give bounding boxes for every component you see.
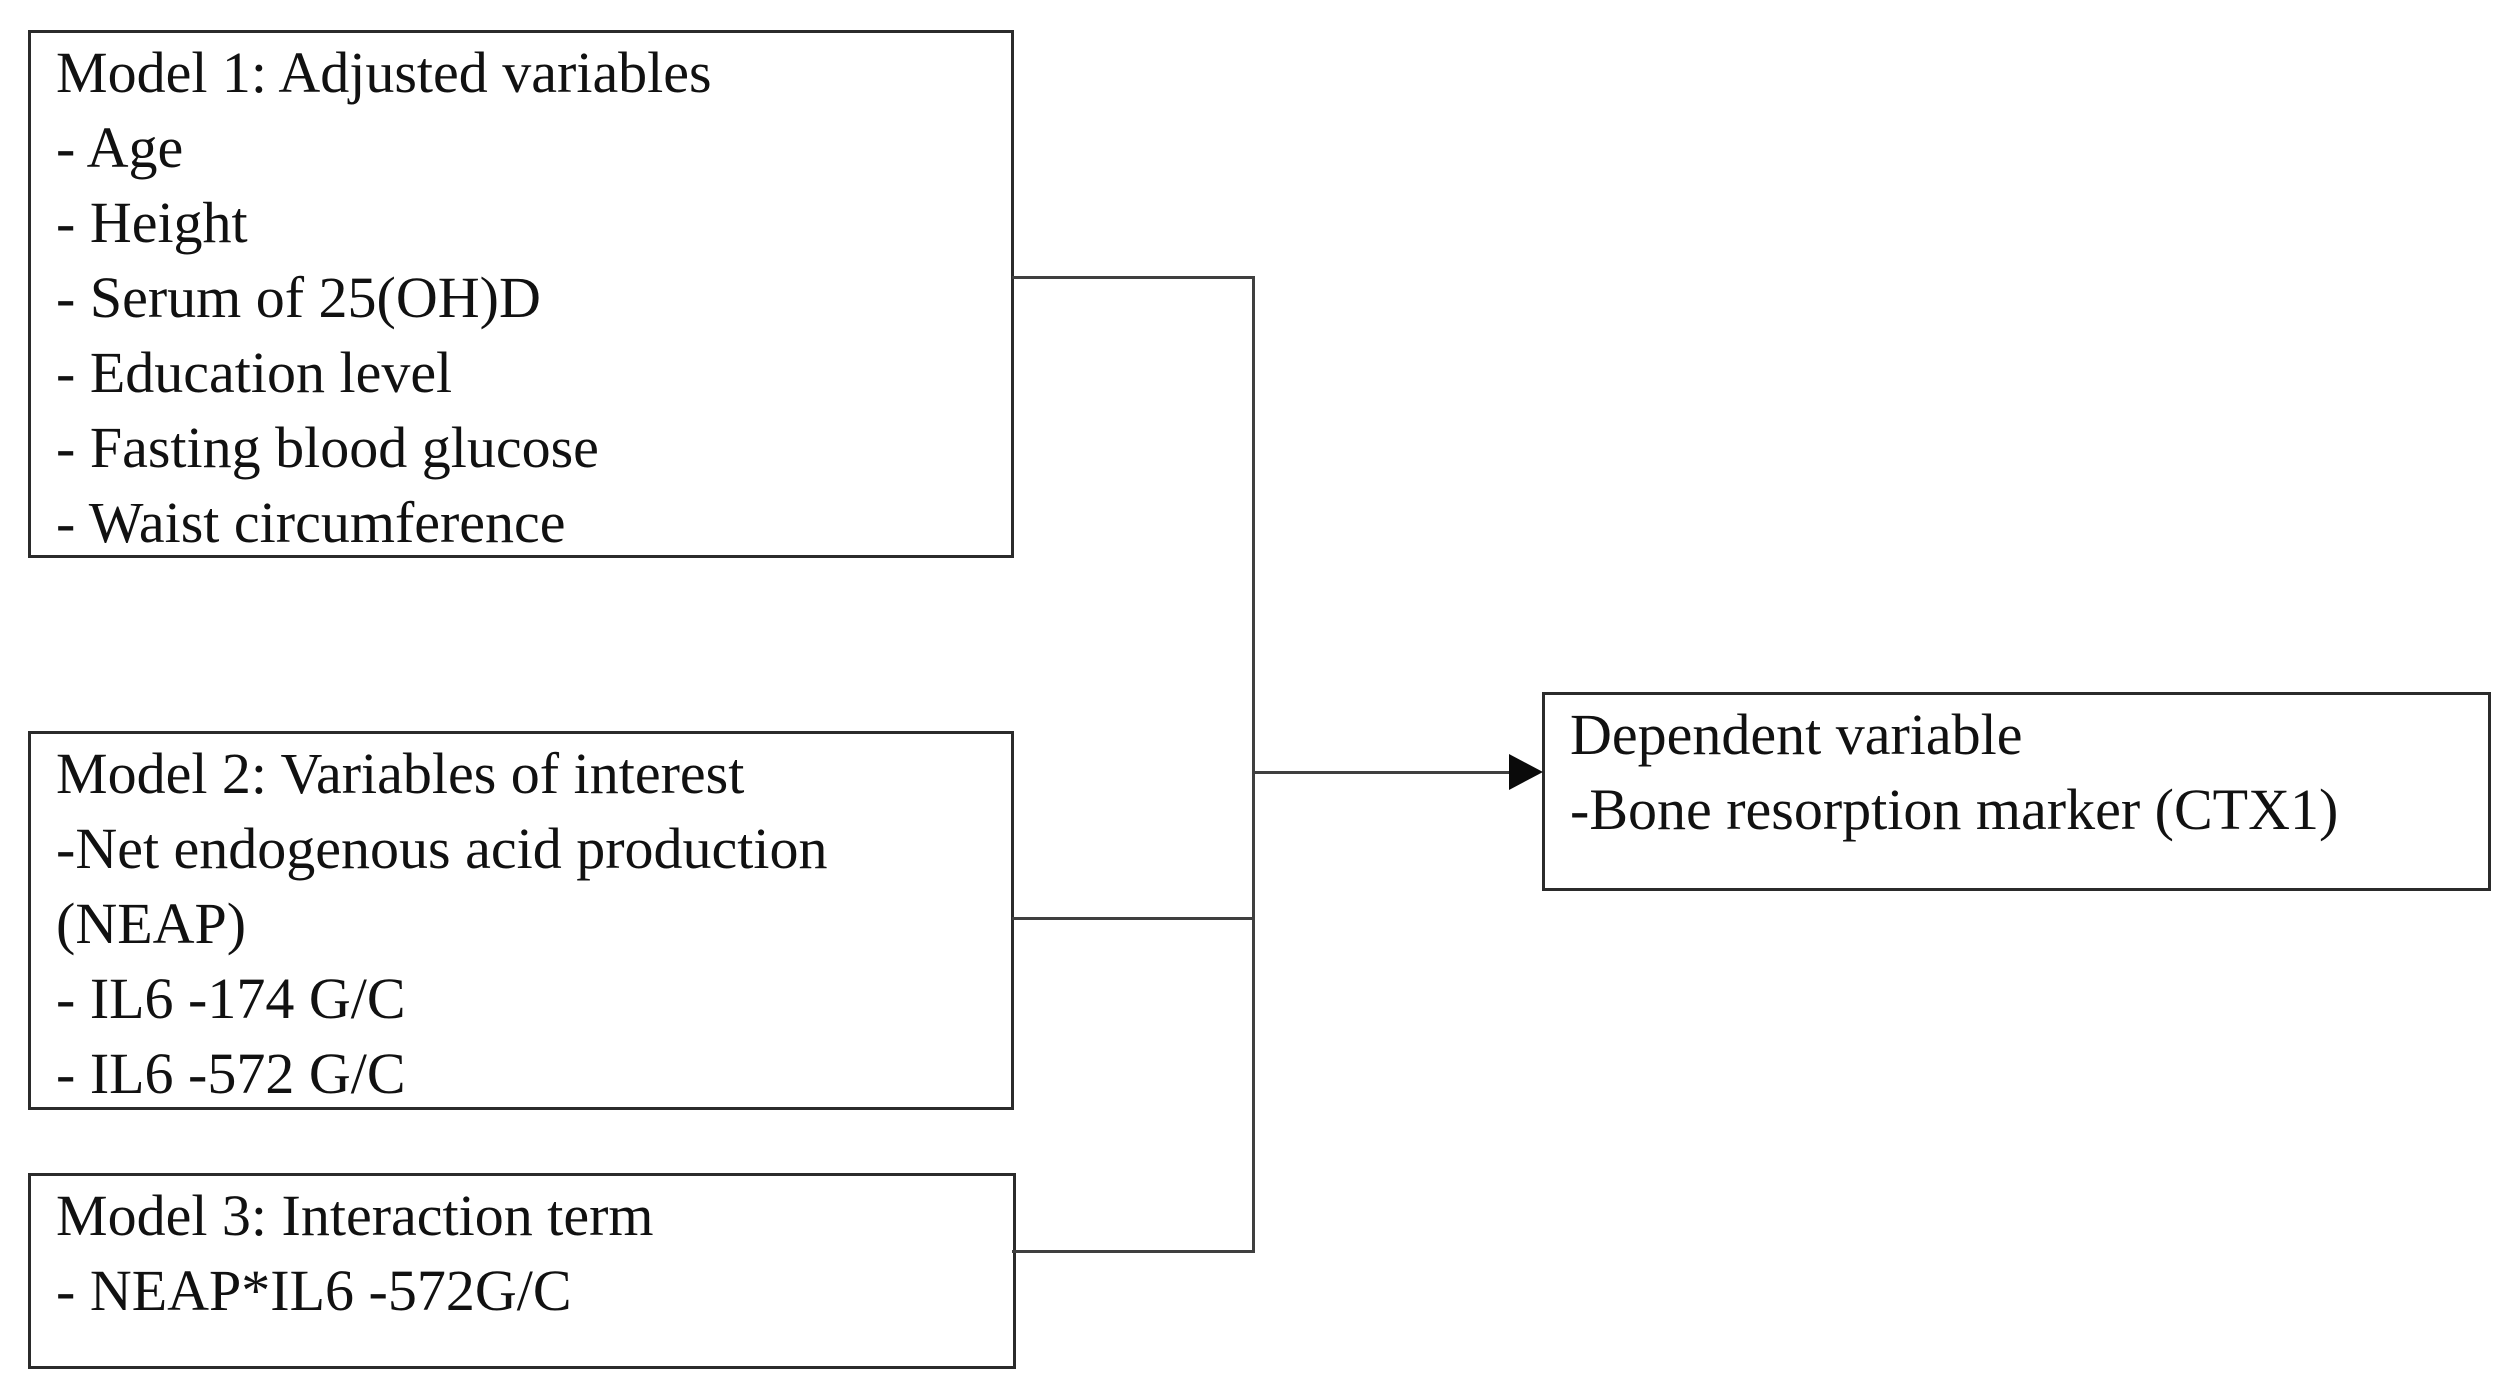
model1-item: - Height [56,190,248,255]
connector-model3-to-trunk [1012,1250,1255,1253]
model3-item: - NEAP*IL6 -572G/C [56,1258,572,1323]
model2-item: (NEAP) [56,891,247,956]
model2-item: -Net endogenous acid production [56,816,828,881]
connector-vertical-trunk [1252,276,1255,1253]
model1-item: - Age [56,115,184,180]
dependent-title: Dependent variable [1570,702,2023,767]
connector-model2-to-trunk [1012,917,1255,920]
dependent-variable-box: Dependent variable -Bone resorption mark… [1542,692,2491,891]
model1-box: Model 1: Adjusted variables - Age - Heig… [28,30,1014,558]
model3-box: Model 3: Interaction term - NEAP*IL6 -57… [28,1173,1016,1369]
connector-arrow-shaft [1252,771,1510,774]
model1-item: - Serum of 25(OH)D [56,265,541,330]
dependent-item: -Bone resorption marker (CTX1) [1570,777,2339,842]
model2-item: - IL6 -174 G/C [56,966,406,1031]
model1-item: - Education level [56,340,453,405]
model1-item: - Waist circumference [56,490,566,555]
model1-item: - Fasting blood glucose [56,415,599,480]
model1-title: Model 1: Adjusted variables [56,40,712,105]
model2-item: - IL6 -572 G/C [56,1041,406,1106]
model2-box: Model 2: Variables of interest -Net endo… [28,731,1014,1110]
model2-title: Model 2: Variables of interest [56,741,745,806]
model3-title: Model 3: Interaction term [56,1183,654,1248]
connector-model1-to-trunk [1012,276,1255,279]
arrowhead-icon [1509,754,1543,790]
